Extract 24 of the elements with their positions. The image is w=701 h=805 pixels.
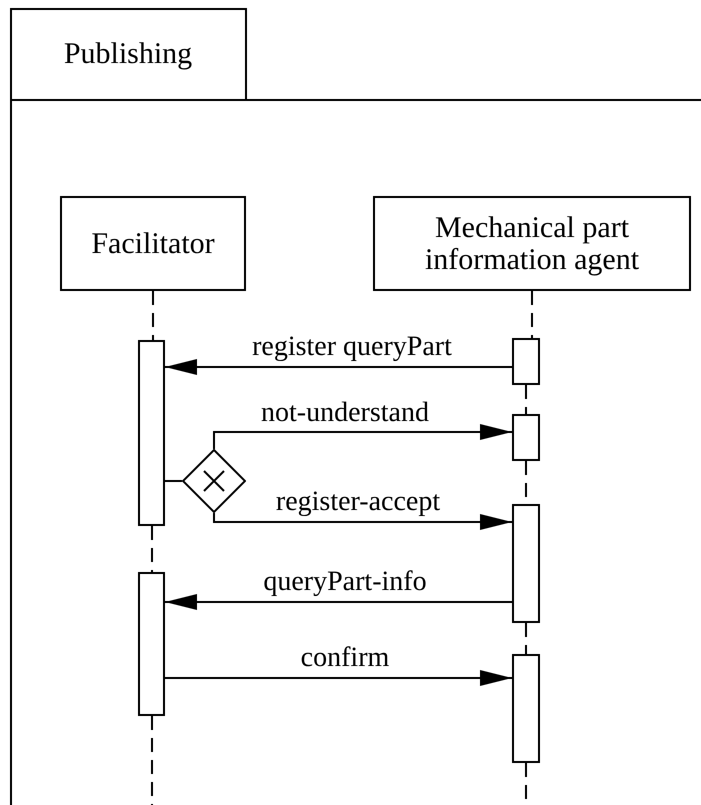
activation-bar (512, 414, 540, 461)
activation-bar (512, 504, 540, 623)
message-label: queryPart-info (261, 567, 429, 597)
message-arrow (165, 670, 512, 686)
lifeline (525, 385, 527, 414)
activation-bar (512, 338, 540, 385)
lifeline (531, 291, 533, 338)
frame (10, 8, 701, 805)
frame-title: Publishing (62, 36, 194, 72)
lifeline-head: Facilitator (60, 196, 246, 291)
message-arrow (165, 359, 512, 375)
connector-line (165, 480, 182, 482)
lifeline (151, 526, 153, 572)
xor-diamond (182, 449, 246, 513)
lifeline (151, 716, 153, 805)
message-arrow (213, 513, 512, 530)
message-arrow (165, 594, 512, 610)
activation-bar (138, 572, 165, 716)
lifeline-head: Mechanical part information agent (373, 196, 691, 291)
lifeline (525, 623, 527, 654)
activation-bar (512, 654, 540, 763)
message-arrow (213, 424, 512, 449)
activation-bar (138, 340, 165, 526)
lifeline (152, 291, 154, 340)
